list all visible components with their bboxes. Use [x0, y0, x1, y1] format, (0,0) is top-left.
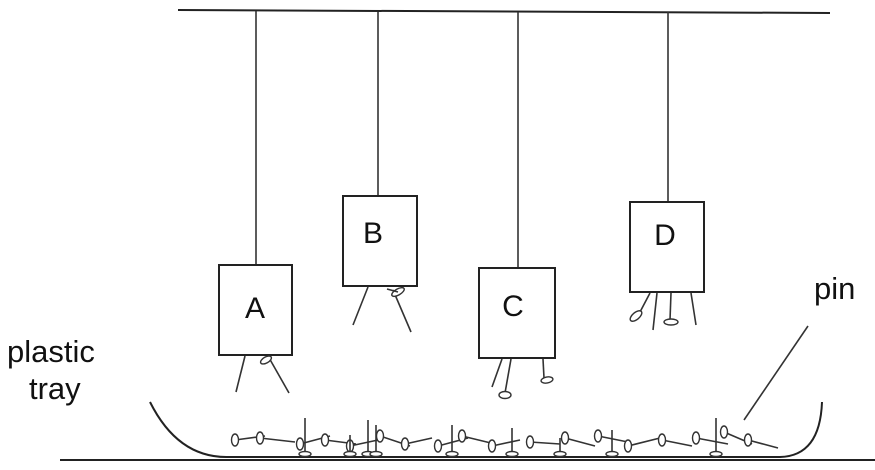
- pin-pile: [230, 418, 779, 458]
- pin-in-tray: [627, 437, 661, 447]
- magnet-d: D: [629, 201, 705, 331]
- pin-head: [375, 429, 385, 443]
- pin-head: [487, 439, 497, 453]
- plastic-tray: [149, 401, 823, 459]
- pin-head: [657, 433, 667, 447]
- plastic-label: plastic: [7, 334, 95, 369]
- pin-head: [553, 450, 567, 458]
- pin-in-tray: [491, 439, 521, 447]
- magnet-a: A: [218, 264, 293, 394]
- support-bar: [177, 9, 831, 14]
- pin-head: [369, 450, 383, 458]
- pin-head: [709, 450, 723, 458]
- pin-head: [343, 450, 357, 458]
- pin-head: [255, 431, 265, 445]
- pin-head: [593, 429, 603, 443]
- pin-head: [295, 437, 305, 451]
- pin-in-tray: [349, 439, 379, 447]
- pin-head: [505, 450, 519, 458]
- pin-head: [298, 450, 312, 458]
- pin-head: [457, 429, 467, 443]
- magnet-label-b: B: [363, 217, 383, 250]
- magnet-b: B: [342, 195, 418, 333]
- pin-head: [433, 439, 443, 453]
- pin-head: [605, 450, 619, 458]
- magnet-label-c: C: [502, 290, 524, 323]
- pin-in-tray: [259, 437, 296, 443]
- pin-in-tray: [747, 439, 779, 449]
- pin-in-tray: [661, 439, 693, 447]
- pin-head: [623, 439, 633, 453]
- pin-in-tray: [529, 441, 561, 445]
- pin-head: [525, 435, 535, 449]
- magnet-label-a: A: [245, 292, 265, 325]
- tray-label: tray: [29, 371, 81, 406]
- pin-head: [400, 437, 410, 451]
- pin-pointer: [743, 325, 809, 421]
- pin-label: pin: [814, 271, 855, 306]
- pin-head: [560, 431, 570, 445]
- pin-in-tray: [404, 437, 433, 445]
- pin-head: [320, 433, 330, 447]
- magnet-label-d: D: [654, 219, 676, 252]
- pin-in-tray: [695, 437, 729, 445]
- pin-head: [691, 431, 701, 445]
- pin-head: [743, 433, 753, 447]
- magnet-c: C: [478, 267, 556, 400]
- pin-in-tray: [564, 437, 596, 447]
- pin-head: [230, 433, 240, 447]
- pin-head: [445, 450, 459, 458]
- pin-in-tray: [597, 435, 629, 443]
- pin-head: [719, 425, 729, 439]
